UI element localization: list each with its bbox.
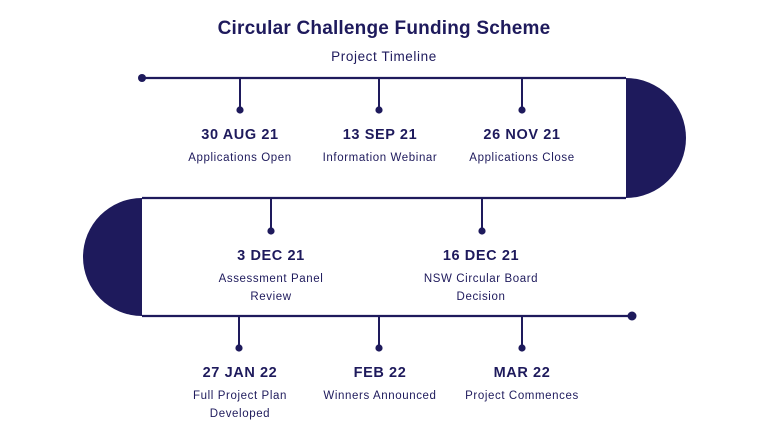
milestone-connector [236, 78, 244, 114]
milestone-date: 30 AUG 21 [201, 127, 279, 143]
milestone-label: Project Commences [465, 390, 579, 402]
milestone-date: 16 DEC 21 [442, 248, 520, 264]
milestone-connector [478, 198, 486, 235]
milestone-connector [518, 78, 526, 114]
milestone-connector [375, 78, 383, 114]
milestone-label: Winners Announced [323, 390, 437, 402]
milestone-connector [375, 316, 383, 352]
milestone-date: 3 DEC 21 [237, 248, 305, 264]
milestone-project-commences: MAR 22 Project Commences [437, 364, 607, 405]
milestone-connector [518, 316, 526, 352]
page-subtitle: Project Timeline [331, 49, 437, 64]
milestone-connector [235, 316, 243, 352]
timeline-end-dot [627, 311, 637, 321]
milestone-label: Information Webinar [322, 152, 438, 164]
milestone-date: 13 SEP 21 [342, 127, 418, 143]
timeline-left-turn [83, 198, 142, 316]
milestone-connector [267, 198, 275, 235]
milestone-date: MAR 22 [493, 365, 551, 381]
milestone-information-webinar: 13 SEP 21 Information Webinar [295, 126, 465, 167]
milestone-date: FEB 22 [353, 365, 407, 381]
milestone-label: Applications Open [188, 152, 292, 164]
timeline-start-dot [138, 74, 146, 82]
milestone-date: 26 NOV 21 [483, 127, 561, 143]
milestone-applications-open: 30 AUG 21 Applications Open [155, 126, 325, 167]
milestone-date: 27 JAN 22 [202, 365, 278, 381]
milestone-label: Applications Close [469, 152, 575, 164]
milestone-applications-close: 26 NOV 21 Applications Close [437, 126, 607, 167]
milestone-winners-announced: FEB 22 Winners Announced [295, 364, 465, 405]
timeline-right-turn [626, 78, 686, 198]
page-title: Circular Challenge Funding Scheme [217, 18, 551, 39]
